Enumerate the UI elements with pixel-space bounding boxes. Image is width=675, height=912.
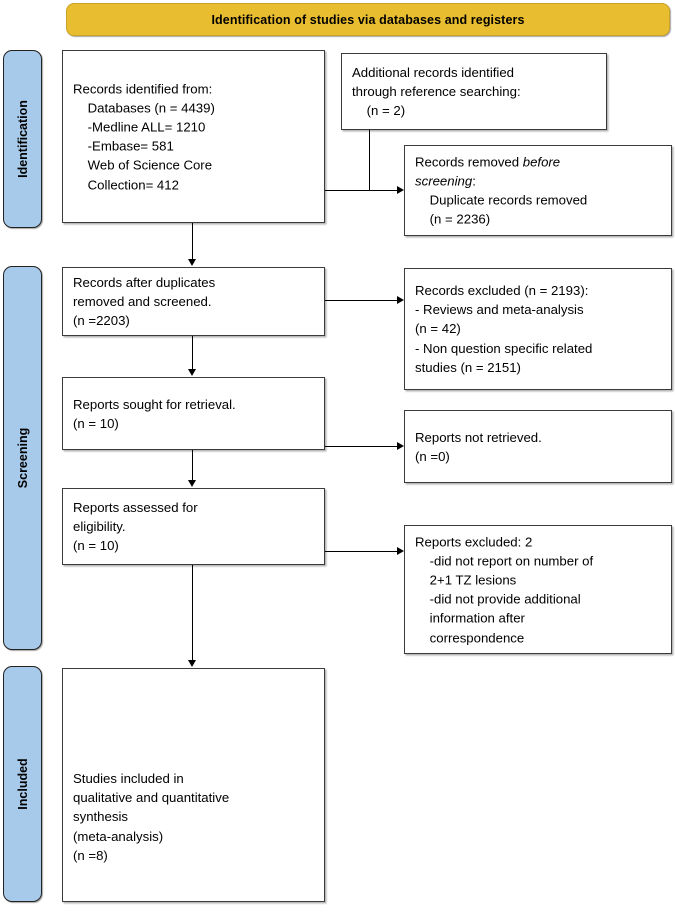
connector-sought-to-not-retrieved [325,446,397,448]
records-removed-line2-emphasis: screening [415,173,473,189]
reports-sought-text: Reports sought for retrieval. (n = 10) [73,396,236,431]
studies-included-box: Studies included in qualitative and quan… [62,668,325,902]
reports-not-retrieved-box: Reports not retrieved. (n =0) [404,410,672,483]
connector-screened-to-excluded [325,300,397,302]
stage-label-included-text: Included [15,758,30,810]
reports-not-retrieved-text: Reports not retrieved. (n =0) [415,429,542,464]
arrowhead-assessed-to-excluded [397,547,404,555]
arrowhead-screened-to-sought [188,369,196,376]
records-screened-box: Records after duplicates removed and scr… [62,267,325,336]
additional-records-text: Additional records identified through re… [352,64,521,119]
records-removed-line1-pre: Records removed [415,154,523,170]
stage-label-screening: Screening [3,266,42,650]
phase-banner-title: Identification of studies via databases … [211,12,525,27]
arrowhead-identified-to-removed [397,186,404,194]
phase-banner-identification: Identification of studies via databases … [66,3,670,36]
connector-assessed-to-included [192,565,194,661]
additional-records-box: Additional records identified through re… [341,53,607,130]
connector-sought-to-assessed [192,450,194,481]
records-removed-line3: Duplicate records removed [415,192,588,208]
reports-assessed-text: Reports assessed for eligibility. (n = 1… [73,499,198,554]
stage-label-included: Included [3,666,42,902]
studies-included-text: Studies included in qualitative and quan… [73,771,230,863]
records-removed-box: Records removed before screening: Duplic… [404,145,672,236]
reports-sought-box: Reports sought for retrieval. (n = 10) [62,377,325,450]
records-screened-text: Records after duplicates removed and scr… [73,274,216,329]
reports-excluded-box: Reports excluded: 2 -did not report on n… [404,525,672,654]
stage-label-identification: Identification [3,50,42,228]
records-removed-line2-post: : [472,173,476,189]
arrowhead-screened-to-excluded [397,296,404,304]
arrowhead-sought-to-assessed [188,480,196,487]
records-excluded-box: Records excluded (n = 2193): - Reviews a… [404,268,672,390]
connector-identified-to-screened [192,223,194,260]
records-identified-box: Records identified from: Databases (n = … [62,50,325,223]
connector-screened-to-sought [192,336,194,370]
records-removed-line1-emphasis: before [522,154,561,170]
stage-label-identification-text: Identification [15,100,30,178]
connector-assessed-to-excluded [325,551,397,553]
connector-identified-to-removed [325,190,397,192]
arrowhead-assessed-to-included [188,660,196,667]
connector-additional-records-down [369,130,371,190]
arrowhead-identified-to-screened [188,259,196,266]
records-removed-text: Records removed before screening: Duplic… [415,152,665,229]
reports-assessed-box: Reports assessed for eligibility. (n = 1… [62,488,325,565]
reports-excluded-text: Reports excluded: 2 -did not report on n… [415,533,594,645]
records-excluded-text: Records excluded (n = 2193): - Reviews a… [415,282,593,375]
records-removed-line4: (n = 2236) [415,211,491,227]
arrowhead-sought-to-not-retrieved [397,442,404,450]
records-identified-text: Records identified from: Databases (n = … [73,80,215,192]
stage-label-screening-text: Screening [15,427,30,489]
